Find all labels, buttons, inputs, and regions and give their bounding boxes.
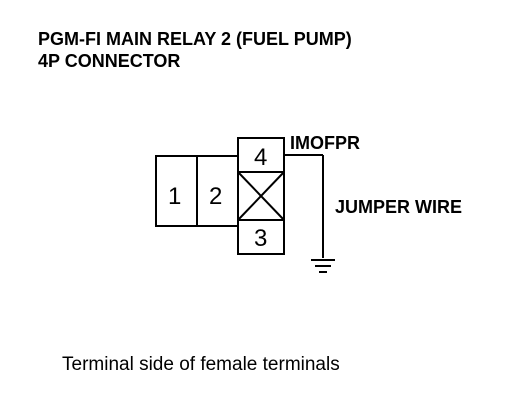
diagram-title-line1: PGM-FI MAIN RELAY 2 (FUEL PUMP): [38, 29, 352, 49]
pin-number-1: 1: [168, 183, 181, 210]
diagram-caption: Terminal side of female terminals: [62, 354, 340, 375]
diagram-title-line2: 4P CONNECTOR: [38, 51, 180, 71]
signal-label: IMOFPR: [290, 133, 360, 153]
pin-number-3: 3: [254, 225, 267, 252]
connector-4p: [155, 137, 285, 255]
blocked-cavity-mark: [237, 171, 285, 221]
pin-number-4: 4: [254, 144, 267, 171]
pin-number-2: 2: [209, 183, 222, 210]
connector-right-column: [237, 137, 285, 255]
jumper-wire: [284, 154, 324, 258]
jumper-wire-label: JUMPER WIRE: [335, 197, 462, 217]
ground-icon: [311, 259, 335, 273]
